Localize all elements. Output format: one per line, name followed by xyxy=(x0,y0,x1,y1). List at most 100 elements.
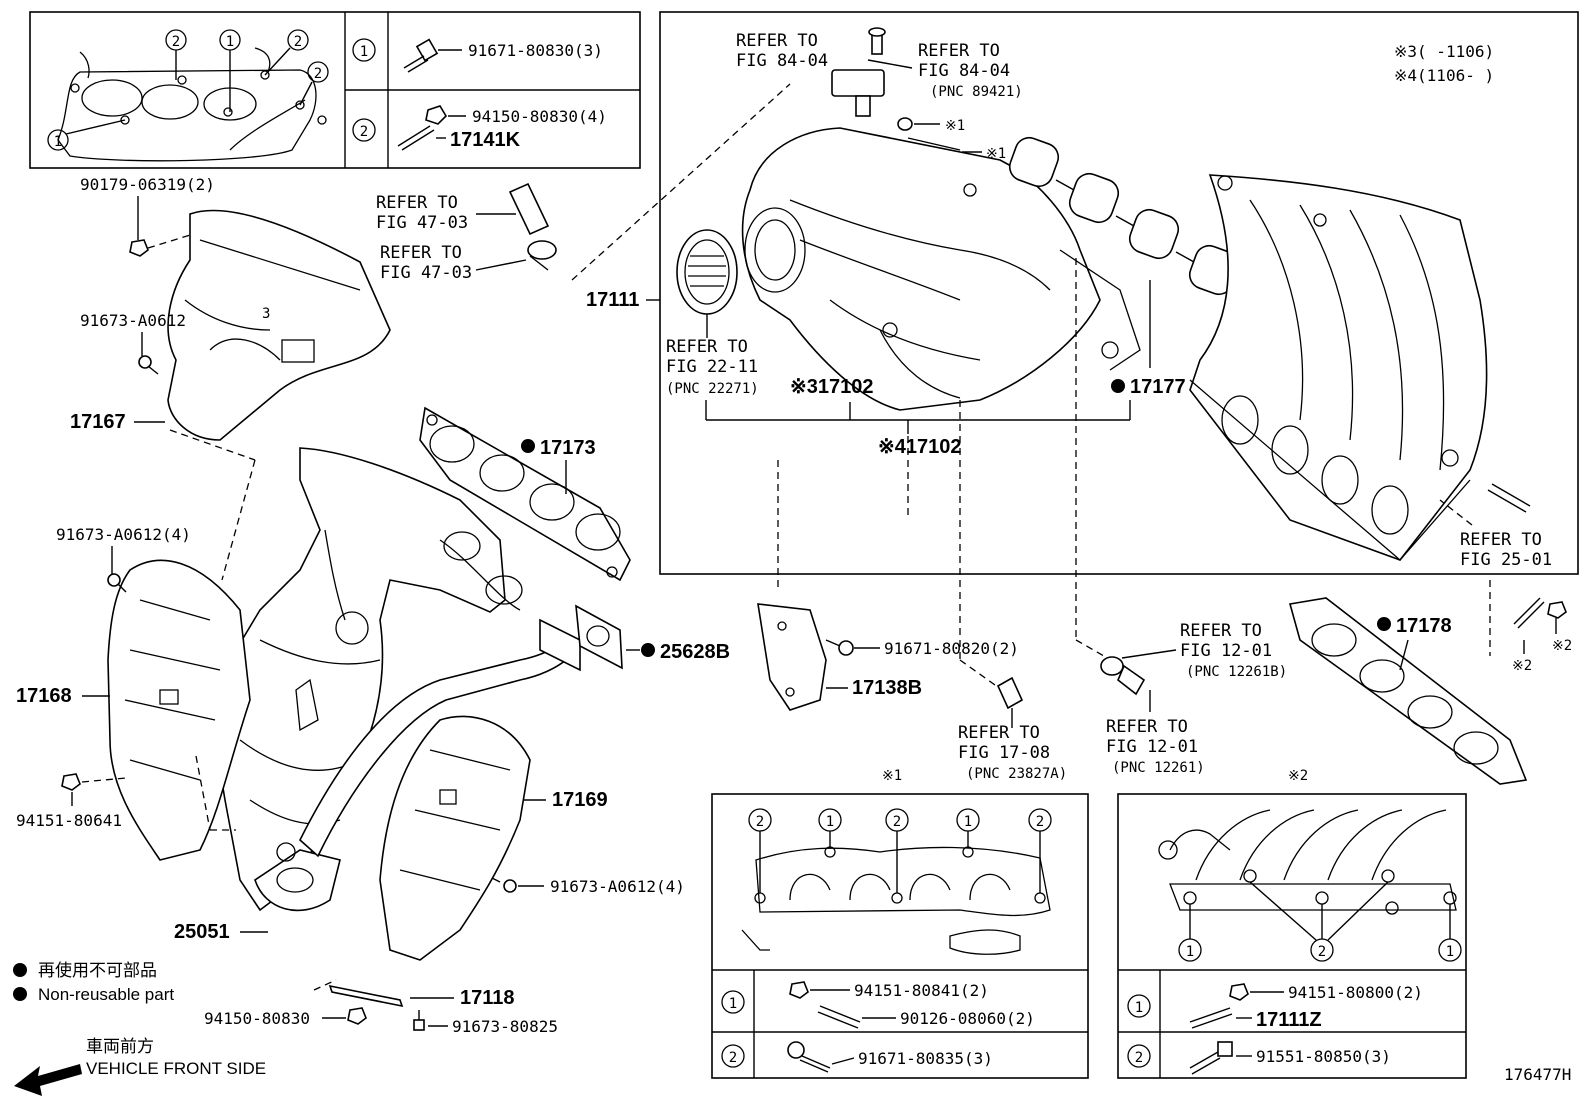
ref-fig-84-04-b-line1: REFER TO xyxy=(918,41,1000,61)
ref-fig-17-08-line1: REFER TO xyxy=(958,723,1040,743)
ref-fig-22-11-line3: (PNC 22271) xyxy=(666,381,759,397)
ref-fig-25-01-line1: REFER TO xyxy=(1460,530,1542,550)
inset-1-mark: ※1 xyxy=(882,768,902,784)
part-91673-a0612: 91673-A0612 xyxy=(80,311,186,330)
part-17169: 17169 xyxy=(552,789,608,811)
bracket-17138b xyxy=(757,603,827,711)
part-94150-80830: 94150-80830(4) xyxy=(472,107,607,126)
front-arrow-icon xyxy=(14,1064,82,1096)
part-91671-80820: 91671-80820(2) xyxy=(884,639,1019,658)
figure-id: 176477H xyxy=(1504,1065,1571,1084)
middle-group: 91671-80820(2) 17138B REFER TO FIG 17-08… xyxy=(757,258,1572,785)
exhaust-gasket-17173 xyxy=(419,406,631,582)
part-17177: 17177 xyxy=(1130,376,1186,398)
runner-flange-sketch xyxy=(1158,809,1457,915)
bolt-icon xyxy=(787,1041,831,1073)
clamp-icon xyxy=(1100,656,1124,676)
ref-fig-17-08-line3: (PNC 23827A) xyxy=(966,766,1067,782)
inset-2-callout-c: 1 xyxy=(1446,944,1454,960)
inset-1-callout-c: 2 xyxy=(893,814,901,830)
ref-fig-84-04-b-line2: FIG 84-04 xyxy=(918,61,1010,81)
inset-1-row-num-2: 2 xyxy=(729,1050,737,1066)
part-94151-80641: 94151-80641 xyxy=(16,811,122,830)
bolt-icon xyxy=(403,38,439,73)
part-17178: 17178 xyxy=(1396,615,1452,637)
part-91671-80835: 91671-80835(3) xyxy=(858,1049,993,1068)
bracket-17118 xyxy=(313,979,404,1008)
ref-fig-22-11-line1: REFER TO xyxy=(666,337,748,357)
nut-icon xyxy=(1547,601,1567,619)
nut-icon xyxy=(129,239,149,257)
part-91551-80850: 91551-80850(3) xyxy=(1256,1047,1391,1066)
svg-text:2: 2 xyxy=(172,34,180,50)
part-90126-08060: 90126-08060(2) xyxy=(900,1009,1035,1028)
part-25628b: 25628B xyxy=(660,641,730,663)
stud-icon xyxy=(817,1005,861,1029)
front-side-jp: 車両前方 xyxy=(86,1037,154,1056)
stud-icon xyxy=(1189,1007,1233,1029)
ref-fig-12-01-a-line2: FIG 12-01 xyxy=(1180,641,1272,661)
inset-1-callout-e: 2 xyxy=(1036,814,1044,830)
hose-icon xyxy=(1117,664,1146,696)
bolt-icon xyxy=(1189,1041,1233,1075)
intake-runners-17111 xyxy=(1189,174,1488,561)
intake-manifold-group: ※3( -1106) ※4(1106- ) REFER TO FIG 84-04… xyxy=(659,11,1579,575)
ref-fig-84-04-a-line1: REFER TO xyxy=(736,31,818,51)
nut-icon xyxy=(347,1007,367,1025)
front-side-en: VEHICLE FRONT SIDE xyxy=(86,1059,266,1078)
inset-1-callout-a: 2 xyxy=(756,814,764,830)
ref-fig-12-01-b-line2: FIG 12-01 xyxy=(1106,737,1198,757)
inset-top-left: 2 1 2 2 1 1 2 91671-80830(3) 94150-80830… xyxy=(29,11,641,169)
inset-1-row-num-1: 1 xyxy=(729,996,737,1012)
stud-icon xyxy=(397,125,435,151)
part-17138b: 17138B xyxy=(852,677,922,699)
ref-fig-22-11-line2: FIG 22-11 xyxy=(666,357,758,377)
svg-text:2: 2 xyxy=(314,66,322,82)
part-94151-80841: 94151-80841(2) xyxy=(854,981,989,1000)
legend: 再使用不可部品 Non-reusable part 車両前方 VEHICLE F… xyxy=(13,960,266,1096)
part-90179-06319: 90179-06319(2) xyxy=(80,175,215,194)
inset-2-row-num-2: 2 xyxy=(1135,1050,1143,1066)
bolt-icon xyxy=(825,639,854,656)
legend-dot xyxy=(13,963,27,977)
exhaust-flange-sketch xyxy=(741,846,1051,955)
hose-icon xyxy=(508,182,550,236)
part-17168: 17168 xyxy=(16,685,72,707)
mark-2b: ※2 xyxy=(1512,658,1532,674)
ref-fig-12-01-a-line3: (PNC 12261B) xyxy=(1186,664,1287,680)
inset-bottom-2: ※2 1 2 1 1 2 xyxy=(1117,768,1467,1079)
ref-fig-47-03-b-line2: FIG 47-03 xyxy=(380,263,472,283)
ref-fig-25-01-line2: FIG 25-01 xyxy=(1460,550,1552,570)
ref-fig-47-03-a-line2: FIG 47-03 xyxy=(376,213,468,233)
part-94151-80800: 94151-80800(2) xyxy=(1288,983,1423,1002)
legend-dot xyxy=(13,987,27,1001)
map-sensor xyxy=(831,27,886,117)
inset-1-callout-d: 1 xyxy=(964,814,972,830)
exhaust-pipe xyxy=(276,618,581,862)
svg-text:1: 1 xyxy=(54,134,62,150)
callout-5: 1 xyxy=(47,129,69,151)
part-91673-a0612-4b: 91673-A0612(4) xyxy=(550,877,685,896)
stud-icon xyxy=(1487,483,1531,513)
exhaust-flange-sketch xyxy=(57,47,327,162)
intake-manifold-body xyxy=(741,127,1141,411)
part-17111z: 17111Z xyxy=(1256,1009,1322,1031)
part-91673-a0612-4: 91673-A0612(4) xyxy=(56,525,191,544)
ref-fig-12-01-a-line1: REFER TO xyxy=(1180,621,1262,641)
part-91673-80825: 91673-80825 xyxy=(452,1017,558,1036)
ref-fig-12-01-b-line3: (PNC 12261) xyxy=(1112,760,1205,776)
svg-text:3: 3 xyxy=(262,306,270,322)
inset-bottom-1: ※1 2 1 2 1 2 1 2 xyxy=(711,768,1089,1079)
part-17102-4: ※417102 xyxy=(878,436,962,458)
callout-4: 2 xyxy=(307,61,329,83)
ref-fig-84-04-b-line3: (PNC 89421) xyxy=(930,84,1023,100)
row-num-1: 1 xyxy=(360,44,368,60)
callout-3: 2 xyxy=(287,29,309,51)
nut-icon xyxy=(789,981,809,999)
bolt-icon xyxy=(413,1010,425,1031)
bolt-icon xyxy=(138,355,159,375)
ref-fig-12-01-b-line1: REFER TO xyxy=(1106,717,1188,737)
non-reusable-dot xyxy=(521,439,535,453)
ref-fig-17-08-line2: FIG 17-08 xyxy=(958,743,1050,763)
